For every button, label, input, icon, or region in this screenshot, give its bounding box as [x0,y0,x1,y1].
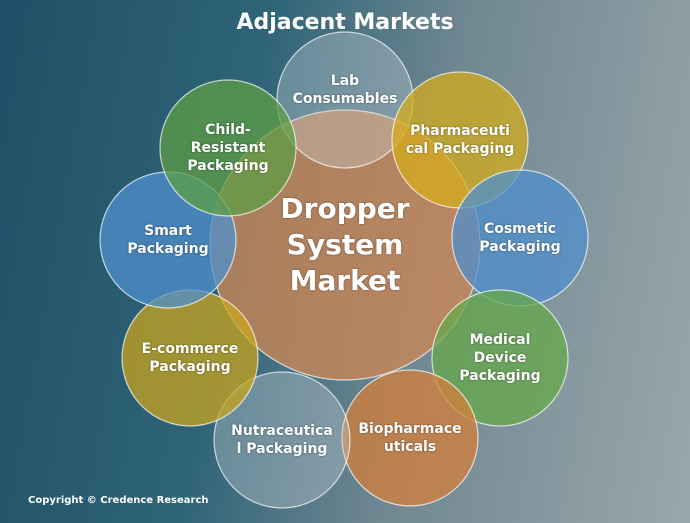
market-circle [341,369,479,507]
diagram-title: Adjacent Markets [236,10,454,35]
copyright-text: Copyright © Credence Research [28,495,209,506]
market-circle [159,79,297,217]
market-circle [431,289,569,427]
market-circle [213,371,351,509]
